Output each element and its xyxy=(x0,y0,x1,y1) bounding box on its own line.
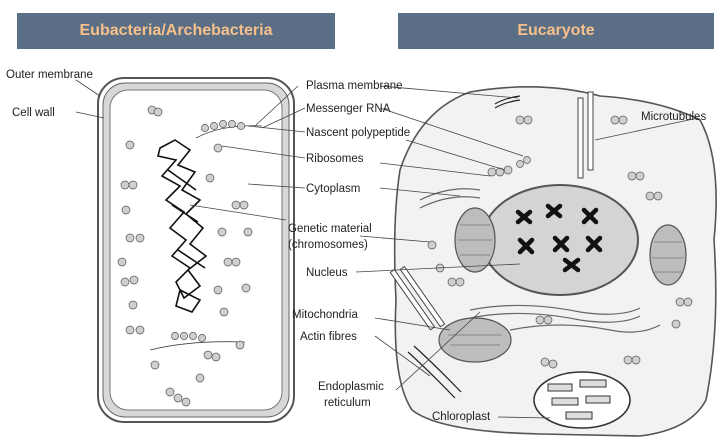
label-mitochondria: Mitochondria xyxy=(292,309,358,321)
label-reticulum: reticulum xyxy=(324,397,371,409)
label-cell-wall: Cell wall xyxy=(12,107,55,119)
label-ribosomes: Ribosomes xyxy=(306,153,364,165)
label-actin-fibres: Actin fibres xyxy=(300,331,357,343)
label-nascent-polypeptide: Nascent polypeptide xyxy=(306,127,410,139)
label-genetic-material: Genetic material xyxy=(288,223,372,235)
label-plasma-membrane: Plasma membrane xyxy=(306,80,403,92)
label-chromosomes: (chromosomes) xyxy=(288,239,368,251)
label-endoplasmic: Endoplasmic xyxy=(318,381,384,393)
prokaryote-cell xyxy=(98,78,294,422)
label-messenger-rna: Messenger RNA xyxy=(306,103,391,115)
eukaryote-cell xyxy=(390,87,716,436)
label-cytoplasm: Cytoplasm xyxy=(306,183,360,195)
chloroplast-shape xyxy=(534,372,630,428)
label-chloroplast: Chloroplast xyxy=(432,411,491,423)
label-outer-membrane: Outer membrane xyxy=(6,69,93,81)
label-microtubules: Microtubules xyxy=(641,111,706,123)
label-nucleus: Nucleus xyxy=(306,267,348,279)
